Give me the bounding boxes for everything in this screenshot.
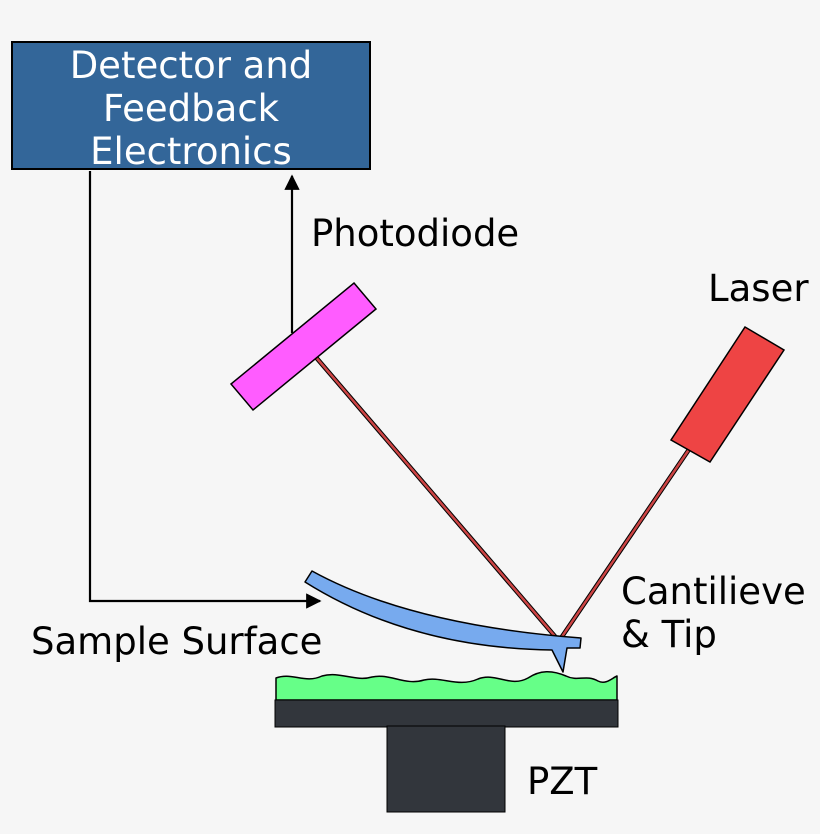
- laser-beam-reflected-core: [312, 353, 561, 643]
- cantilever-label-line-2: & Tip: [621, 613, 717, 656]
- stage-plate: [274, 699, 619, 728]
- detector-label-line-2: Feedback: [102, 87, 280, 130]
- sample-surface-label: Sample Surface: [31, 620, 323, 663]
- laser: [669, 325, 786, 463]
- sample-surface: [275, 671, 618, 701]
- detector-label-line-3: Electronics: [90, 130, 292, 173]
- cantilever-label-line-1: Cantilieve: [621, 570, 806, 613]
- cantilever: [304, 570, 582, 673]
- detector-label-line-1: Detector and: [69, 44, 313, 87]
- feedback-line: [88, 171, 322, 609]
- detector-feedback-box: Detector and Feedback Electronics: [11, 41, 371, 173]
- photodiode-label: Photodiode: [311, 212, 520, 255]
- photodiode: [229, 281, 378, 412]
- laser-beam-incident-core: [557, 446, 692, 643]
- laser-label: Laser: [708, 267, 809, 310]
- pzt-label: PZT: [527, 760, 598, 803]
- pzt-block: [386, 725, 506, 813]
